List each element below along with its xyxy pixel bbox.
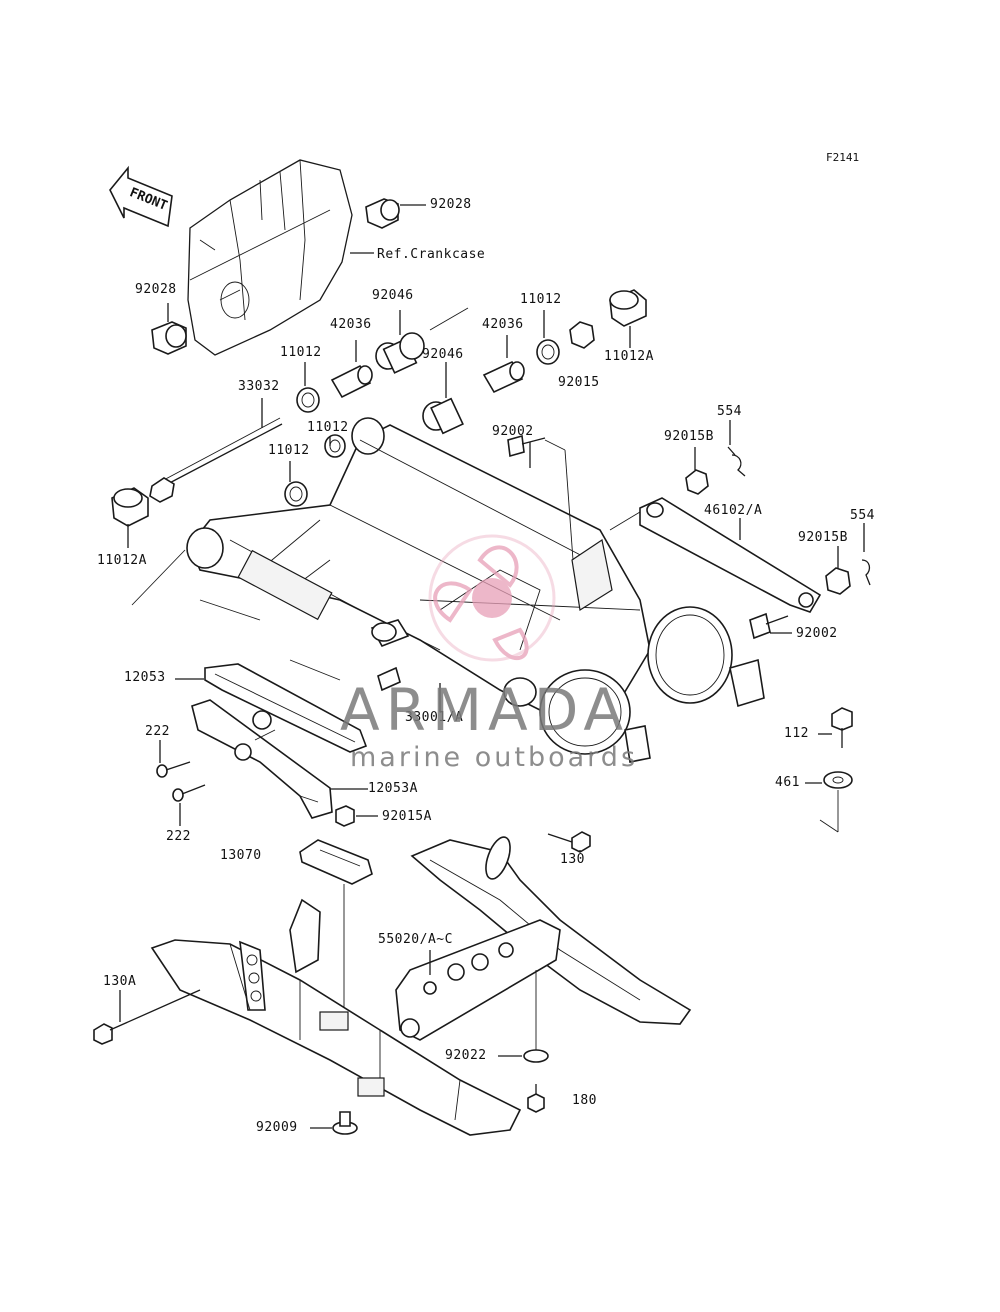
seal-11012-c bbox=[284, 481, 308, 507]
part-label-222-top: 222 bbox=[145, 724, 170, 739]
part-label-55020: 55020/A~C bbox=[378, 932, 453, 947]
chain-guide-12053 bbox=[204, 663, 368, 753]
part-label-13070: 13070 bbox=[220, 848, 262, 863]
bolt-130A bbox=[93, 989, 201, 1045]
part-label-11012A-left: 11012A bbox=[97, 553, 147, 568]
part-label-42036-right: 42036 bbox=[482, 317, 524, 332]
bushing-92028-left bbox=[151, 321, 187, 355]
part-label-11012-top: 11012 bbox=[280, 345, 322, 360]
bolt-130 bbox=[547, 831, 591, 853]
part-label-11012-a: 11012 bbox=[520, 292, 562, 307]
part-label-33032: 33032 bbox=[238, 379, 280, 394]
nut-92015B-top bbox=[685, 469, 709, 495]
pivot-shaft-33032 bbox=[149, 417, 283, 503]
washer-92022 bbox=[523, 1049, 549, 1063]
part-label-461: 461 bbox=[775, 775, 800, 790]
collar-42036-right bbox=[482, 360, 525, 394]
crankcase bbox=[187, 159, 353, 356]
screw-180 bbox=[527, 1084, 545, 1113]
watermark-logo-icon bbox=[428, 534, 556, 662]
bolt-112 bbox=[831, 707, 853, 748]
part-label-180: 180 bbox=[572, 1093, 597, 1108]
bushing-92028-top bbox=[365, 198, 400, 229]
tie-rod-46102 bbox=[639, 497, 822, 613]
part-label-12053: 12053 bbox=[124, 670, 166, 685]
part-label-33001: 33001/A bbox=[405, 710, 464, 725]
part-label-92015A: 92015A bbox=[382, 809, 432, 824]
part-label-92002-right: 92002 bbox=[796, 626, 838, 641]
lower-guard bbox=[150, 898, 522, 1136]
cap-11012A-left bbox=[111, 487, 149, 527]
bearing-92046-upper bbox=[375, 332, 425, 374]
part-label-92015B-top: 92015B bbox=[664, 429, 714, 444]
screw-222-bottom bbox=[172, 784, 206, 802]
nut-92015 bbox=[569, 321, 595, 349]
cotter-pin-554-right bbox=[861, 559, 871, 586]
chain-guide-12053A bbox=[191, 699, 333, 819]
part-label-92028-top: 92028 bbox=[430, 197, 472, 212]
watermark-subtitle: marine outboards bbox=[350, 742, 639, 773]
part-label-92015B-right: 92015B bbox=[798, 530, 848, 545]
nut-92015A bbox=[335, 805, 355, 827]
part-label-92009: 92009 bbox=[256, 1120, 298, 1135]
bolt-92002-right bbox=[749, 612, 789, 640]
swingarm bbox=[186, 417, 765, 763]
collar-42036-left bbox=[330, 364, 373, 399]
slider-13070 bbox=[299, 839, 373, 885]
part-label-554-top: 554 bbox=[717, 404, 742, 419]
seal-11012-a bbox=[536, 339, 560, 365]
bearing-92046-lower bbox=[422, 397, 464, 435]
part-label-42036-left: 42036 bbox=[330, 317, 372, 332]
part-label-92002-top: 92002 bbox=[492, 424, 534, 439]
part-label-92022: 92022 bbox=[445, 1048, 487, 1063]
part-label-222-bottom: 222 bbox=[166, 829, 191, 844]
bushing-33001 bbox=[370, 619, 410, 692]
part-label-11012A-right: 11012A bbox=[604, 349, 654, 364]
chain-case-55020 bbox=[395, 836, 692, 1041]
seal-11012-b bbox=[324, 434, 346, 458]
part-label-554-right: 554 bbox=[850, 508, 875, 523]
figure-number: F2141 bbox=[826, 151, 860, 164]
part-label-12053A: 12053A bbox=[368, 781, 418, 796]
nut-92015B-right bbox=[825, 567, 851, 595]
part-label-11012-b: 11012 bbox=[307, 420, 349, 435]
screw-222-top bbox=[156, 761, 191, 778]
part-label-92046-upper: 92046 bbox=[372, 288, 414, 303]
part-label-112: 112 bbox=[784, 726, 809, 741]
part-label-92046-lower: 92046 bbox=[422, 347, 464, 362]
grommet-92009 bbox=[332, 1111, 358, 1135]
cotter-pin-554-top bbox=[727, 446, 746, 477]
washer-461 bbox=[823, 771, 853, 789]
part-label-130: 130 bbox=[560, 852, 585, 867]
part-label-92028-left: 92028 bbox=[135, 282, 177, 297]
cap-11012A-right bbox=[609, 289, 647, 327]
reference-crankcase-label: Ref.Crankcase bbox=[377, 247, 486, 262]
part-label-130A: 130A bbox=[103, 974, 137, 989]
bolt-92002-top bbox=[507, 434, 546, 458]
part-label-46102: 46102/A bbox=[704, 503, 763, 518]
part-label-92015: 92015 bbox=[558, 375, 600, 390]
watermark-name: ARMADA bbox=[340, 676, 630, 744]
seal-11012-top bbox=[296, 387, 320, 413]
part-label-11012-c: 11012 bbox=[268, 443, 310, 458]
front-arrow-icon: FRONT bbox=[109, 165, 173, 228]
